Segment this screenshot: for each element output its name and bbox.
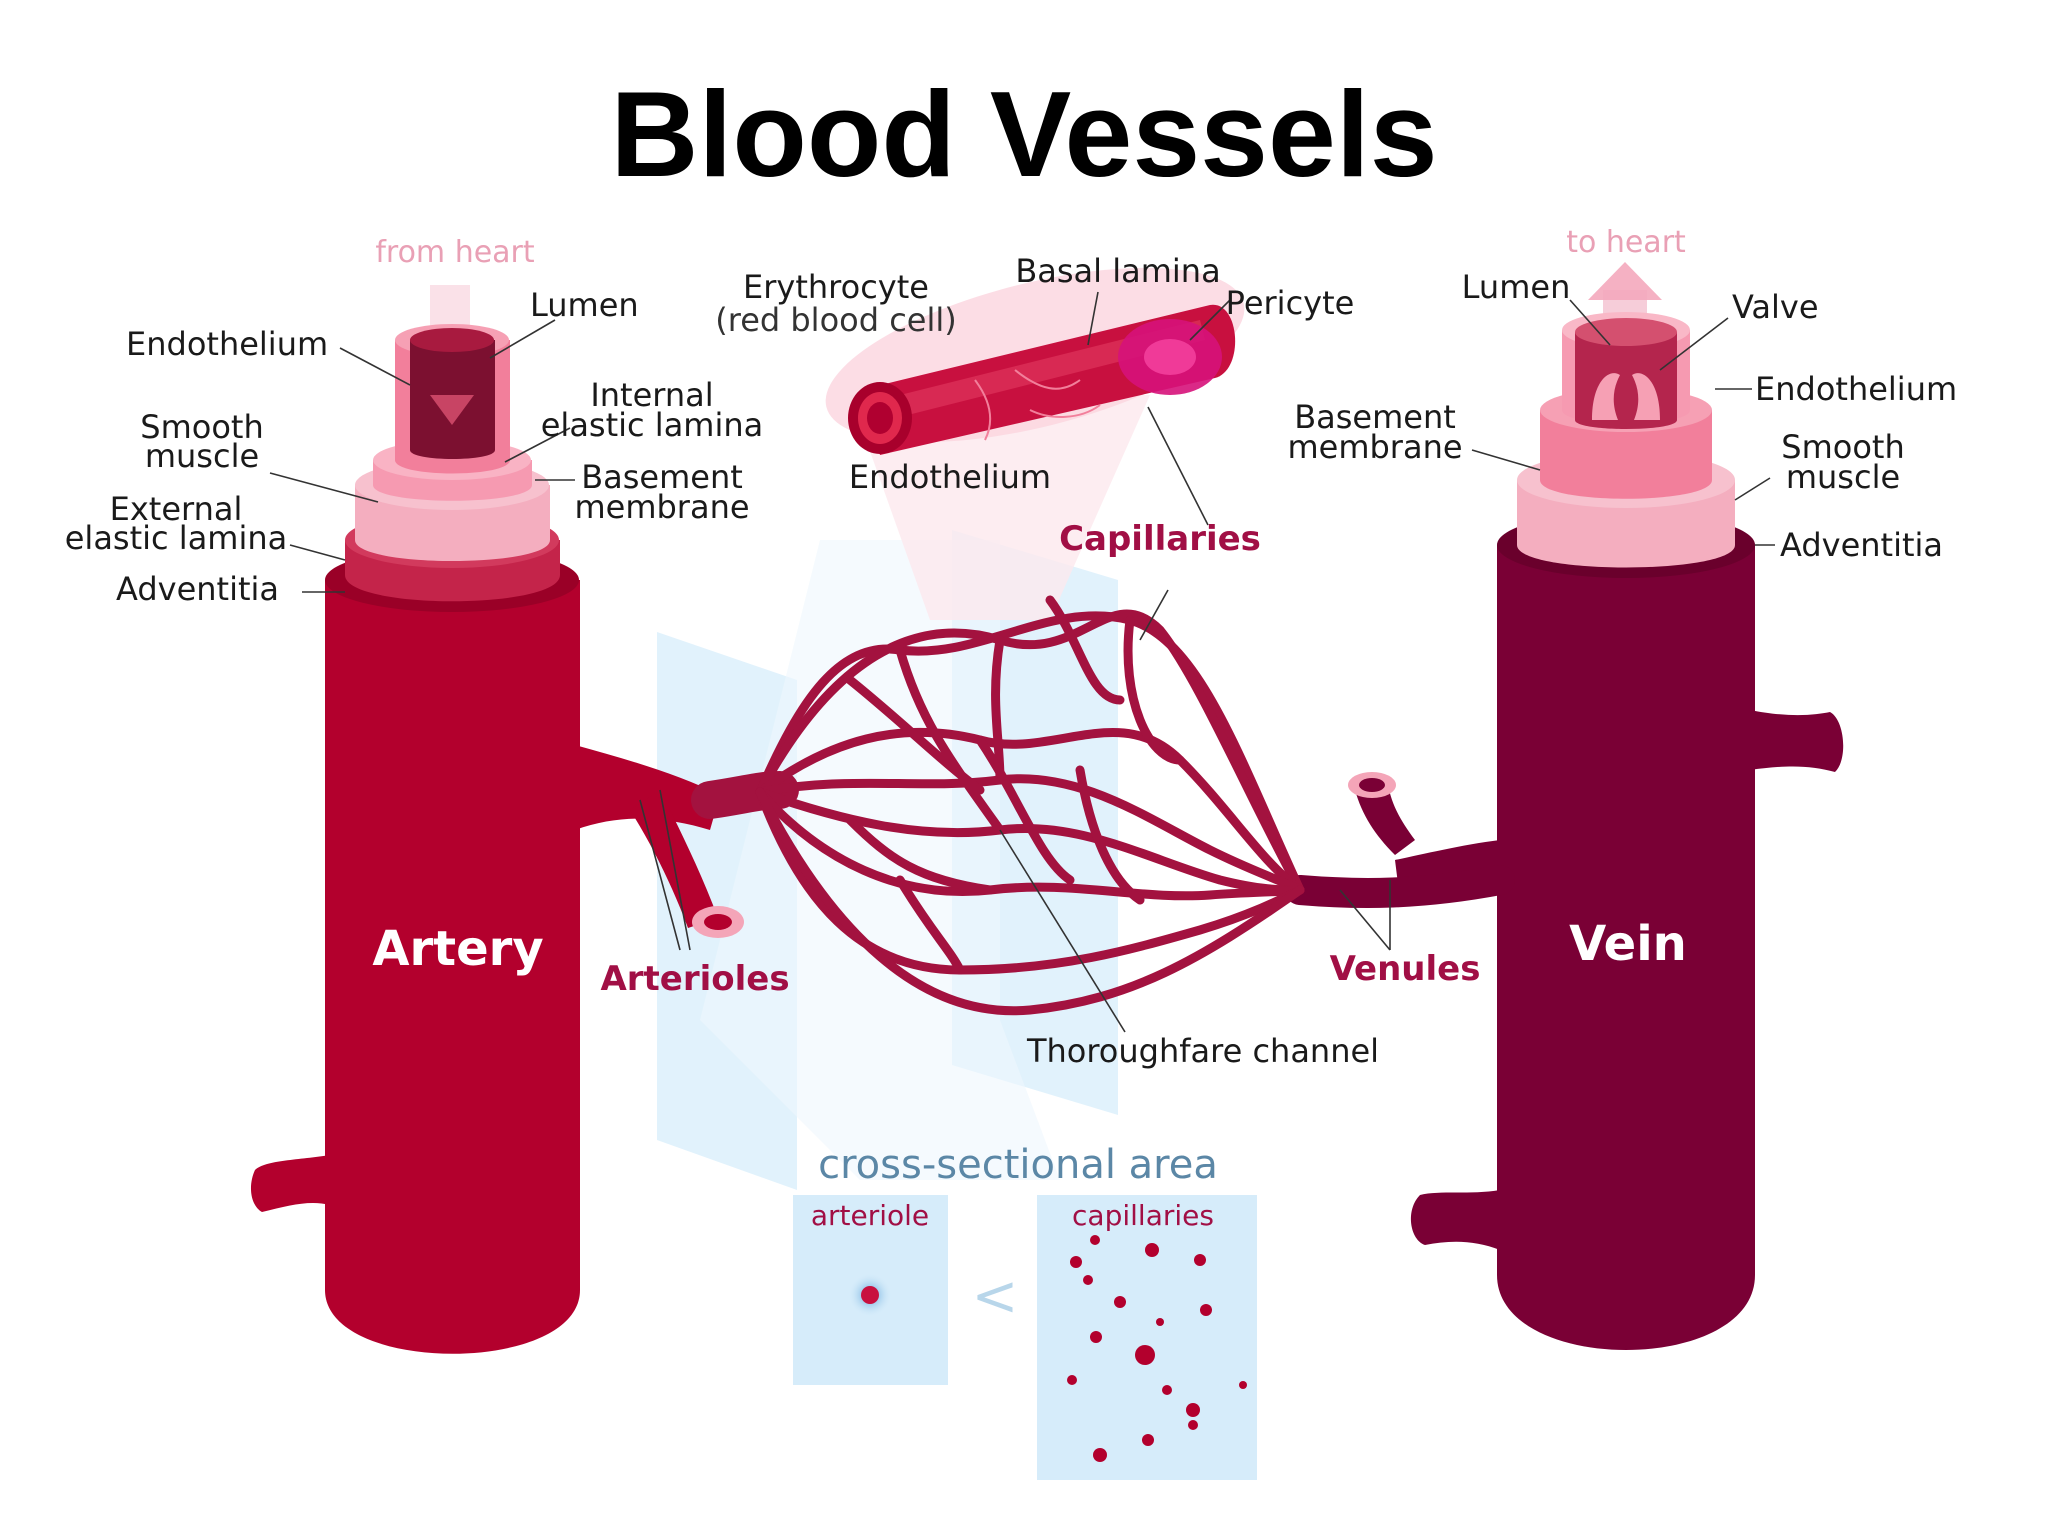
network-labels: Arterioles Venules Thoroughfare channel bbox=[600, 949, 1480, 1070]
vein-smooth-muscle-label-2: muscle bbox=[1786, 458, 1900, 496]
vein-basement-label-1: Basement bbox=[1294, 398, 1456, 436]
artery-basement-label-2: membrane bbox=[574, 488, 749, 526]
capillary-endothelium-label: Endothelium bbox=[849, 458, 1051, 496]
cross-section-panel: cross-sectional area arteriole < capilla… bbox=[793, 1142, 1257, 1480]
artery-adventitia-label: Adventitia bbox=[116, 570, 279, 608]
pericyte-label: Pericyte bbox=[1226, 284, 1355, 322]
vein-name: Vein bbox=[1569, 916, 1687, 972]
capillary-labels: Erythrocyte (red blood cell) Basal lamin… bbox=[715, 252, 1354, 559]
thoroughfare-label: Thoroughfare channel bbox=[1026, 1032, 1379, 1070]
vein-flow-label: to heart bbox=[1566, 225, 1686, 260]
vein-lumen-label: Lumen bbox=[1462, 268, 1571, 306]
artery-external-lamina-label-2: elastic lamina bbox=[65, 519, 288, 557]
cross-section-title: cross-sectional area bbox=[818, 1142, 1218, 1188]
basal-lamina-label: Basal lamina bbox=[1015, 252, 1220, 290]
artery-smooth-muscle-label-1: Smooth bbox=[140, 408, 263, 446]
artery-external-lamina-label-1: External bbox=[110, 490, 243, 528]
artery-labels: from heart Lumen Endothelium Smooth musc… bbox=[65, 235, 764, 977]
arterioles-label: Arterioles bbox=[600, 959, 789, 999]
artery-smooth-muscle-label-2: muscle bbox=[145, 437, 259, 475]
artery-internal-lamina-label-2: elastic lamina bbox=[541, 406, 764, 444]
arteriole-panel-label: arteriole bbox=[811, 1199, 929, 1232]
capillary-network bbox=[691, 595, 1515, 1016]
artery-endothelium-label: Endothelium bbox=[126, 325, 328, 363]
artery-internal-lamina-label-1: Internal bbox=[590, 376, 713, 414]
capillaries-label: Capillaries bbox=[1059, 519, 1261, 559]
vein bbox=[1348, 262, 1844, 1350]
vein-endothelium-label: Endothelium bbox=[1755, 370, 1957, 408]
artery-name: Artery bbox=[372, 921, 543, 977]
page-title: Blood Vessels bbox=[610, 66, 1437, 202]
vein-labels: to heart Lumen Valve Endothelium Basemen… bbox=[1287, 225, 1957, 972]
venules-label: Venules bbox=[1330, 949, 1481, 989]
vein-adventitia-label: Adventitia bbox=[1780, 526, 1943, 564]
comparison-sign: < bbox=[972, 1264, 1019, 1329]
vein-basement-label-2: membrane bbox=[1287, 428, 1462, 466]
red-blood-cell-label: (red blood cell) bbox=[715, 301, 957, 339]
capillary-closeup bbox=[825, 267, 1245, 455]
artery bbox=[250, 285, 744, 1354]
vein-valve-label: Valve bbox=[1732, 288, 1819, 326]
leader-lines bbox=[269, 291, 1775, 1033]
capillaries-panel-label: capillaries bbox=[1072, 1199, 1214, 1232]
artery-lumen-label: Lumen bbox=[530, 286, 639, 324]
capillary-dots bbox=[1067, 1235, 1247, 1462]
artery-basement-label-1: Basement bbox=[581, 458, 743, 496]
capillaries-panel bbox=[1037, 1195, 1257, 1480]
artery-flow-label: from heart bbox=[375, 235, 535, 270]
vein-smooth-muscle-label-1: Smooth bbox=[1781, 428, 1904, 466]
erythrocyte-label: Erythrocyte bbox=[743, 268, 929, 306]
